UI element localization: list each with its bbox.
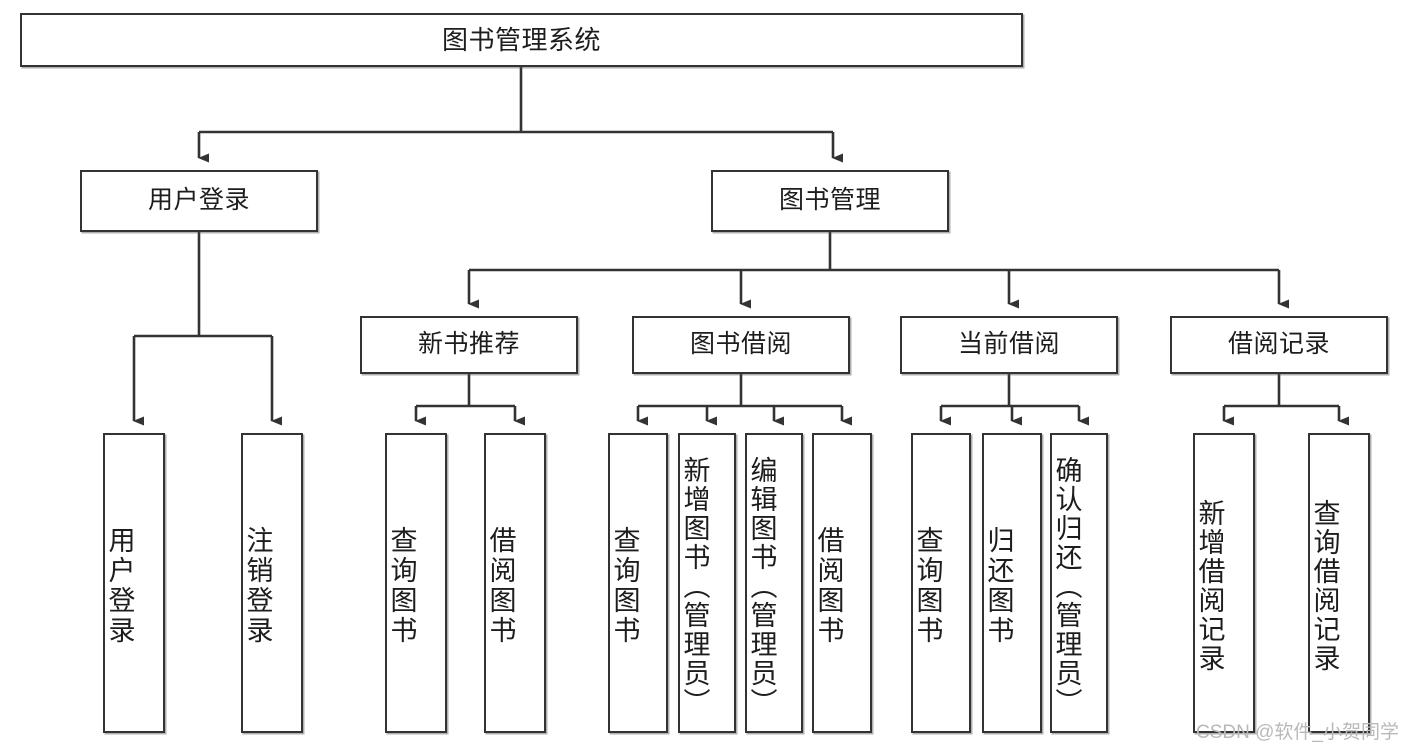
node-root-label: 图书管理系统 xyxy=(441,24,601,55)
leaf-user-login-label: 用户登录 xyxy=(104,526,135,646)
leaf-query-book-current-label: 查询图书 xyxy=(912,526,943,646)
node-book-borrow[interactable]: 图书借阅 xyxy=(632,316,850,374)
leaf-add-book-admin[interactable]: 新增图书（管理员） xyxy=(678,433,736,733)
node-book-management[interactable]: 图书管理 xyxy=(711,170,949,232)
leaf-logout-label: 注销登录 xyxy=(242,526,273,646)
leaf-query-book-recommend-label: 查询图书 xyxy=(386,526,417,646)
node-borrow-record[interactable]: 借阅记录 xyxy=(1170,316,1388,374)
leaf-query-book-borrow-label: 查询图书 xyxy=(609,526,640,646)
leaf-borrow-book-recommend[interactable]: 借阅图书 xyxy=(484,433,546,733)
csdn-watermark: CSDN @软件_小贺同学 xyxy=(1196,722,1399,743)
leaf-logout[interactable]: 注销登录 xyxy=(241,433,303,733)
node-root[interactable]: 图书管理系统 xyxy=(20,13,1023,67)
leaf-return-book[interactable]: 归还图书 xyxy=(982,433,1042,733)
node-user-login-label: 用户登录 xyxy=(147,186,250,215)
leaf-confirm-return-admin[interactable]: 确认归还（管理员） xyxy=(1050,433,1108,733)
leaf-add-book-admin-label: 新增图书（管理员） xyxy=(679,455,710,717)
leaf-borrow-book-recommend-label: 借阅图书 xyxy=(485,526,516,646)
node-new-book-recommend[interactable]: 新书推荐 xyxy=(360,316,578,374)
leaf-query-borrow-record-label: 查询借阅记录 xyxy=(1309,499,1340,673)
leaf-borrow-book-label: 借阅图书 xyxy=(813,526,844,646)
leaf-query-book-current[interactable]: 查询图书 xyxy=(911,433,971,733)
leaf-query-book-borrow[interactable]: 查询图书 xyxy=(608,433,668,733)
node-current-borrow-label: 当前借阅 xyxy=(957,330,1060,359)
leaf-edit-book-admin[interactable]: 编辑图书（管理员） xyxy=(745,433,803,733)
node-new-book-recommend-label: 新书推荐 xyxy=(417,330,520,359)
node-user-login[interactable]: 用户登录 xyxy=(80,170,318,232)
leaf-query-book-recommend[interactable]: 查询图书 xyxy=(385,433,447,733)
leaf-edit-book-admin-label: 编辑图书（管理员） xyxy=(746,455,777,717)
leaf-borrow-book[interactable]: 借阅图书 xyxy=(812,433,872,733)
node-book-management-label: 图书管理 xyxy=(778,186,881,215)
leaf-confirm-return-admin-label: 确认归还（管理员） xyxy=(1051,455,1082,717)
leaf-return-book-label: 归还图书 xyxy=(983,526,1014,646)
leaf-query-borrow-record[interactable]: 查询借阅记录 xyxy=(1308,433,1370,733)
leaf-add-borrow-record-label: 新增借阅记录 xyxy=(1194,499,1225,673)
leaf-add-borrow-record[interactable]: 新增借阅记录 xyxy=(1193,433,1255,733)
node-current-borrow[interactable]: 当前借阅 xyxy=(900,316,1118,374)
node-book-borrow-label: 图书借阅 xyxy=(689,330,792,359)
node-borrow-record-label: 借阅记录 xyxy=(1227,330,1330,359)
leaf-user-login[interactable]: 用户登录 xyxy=(103,433,165,733)
